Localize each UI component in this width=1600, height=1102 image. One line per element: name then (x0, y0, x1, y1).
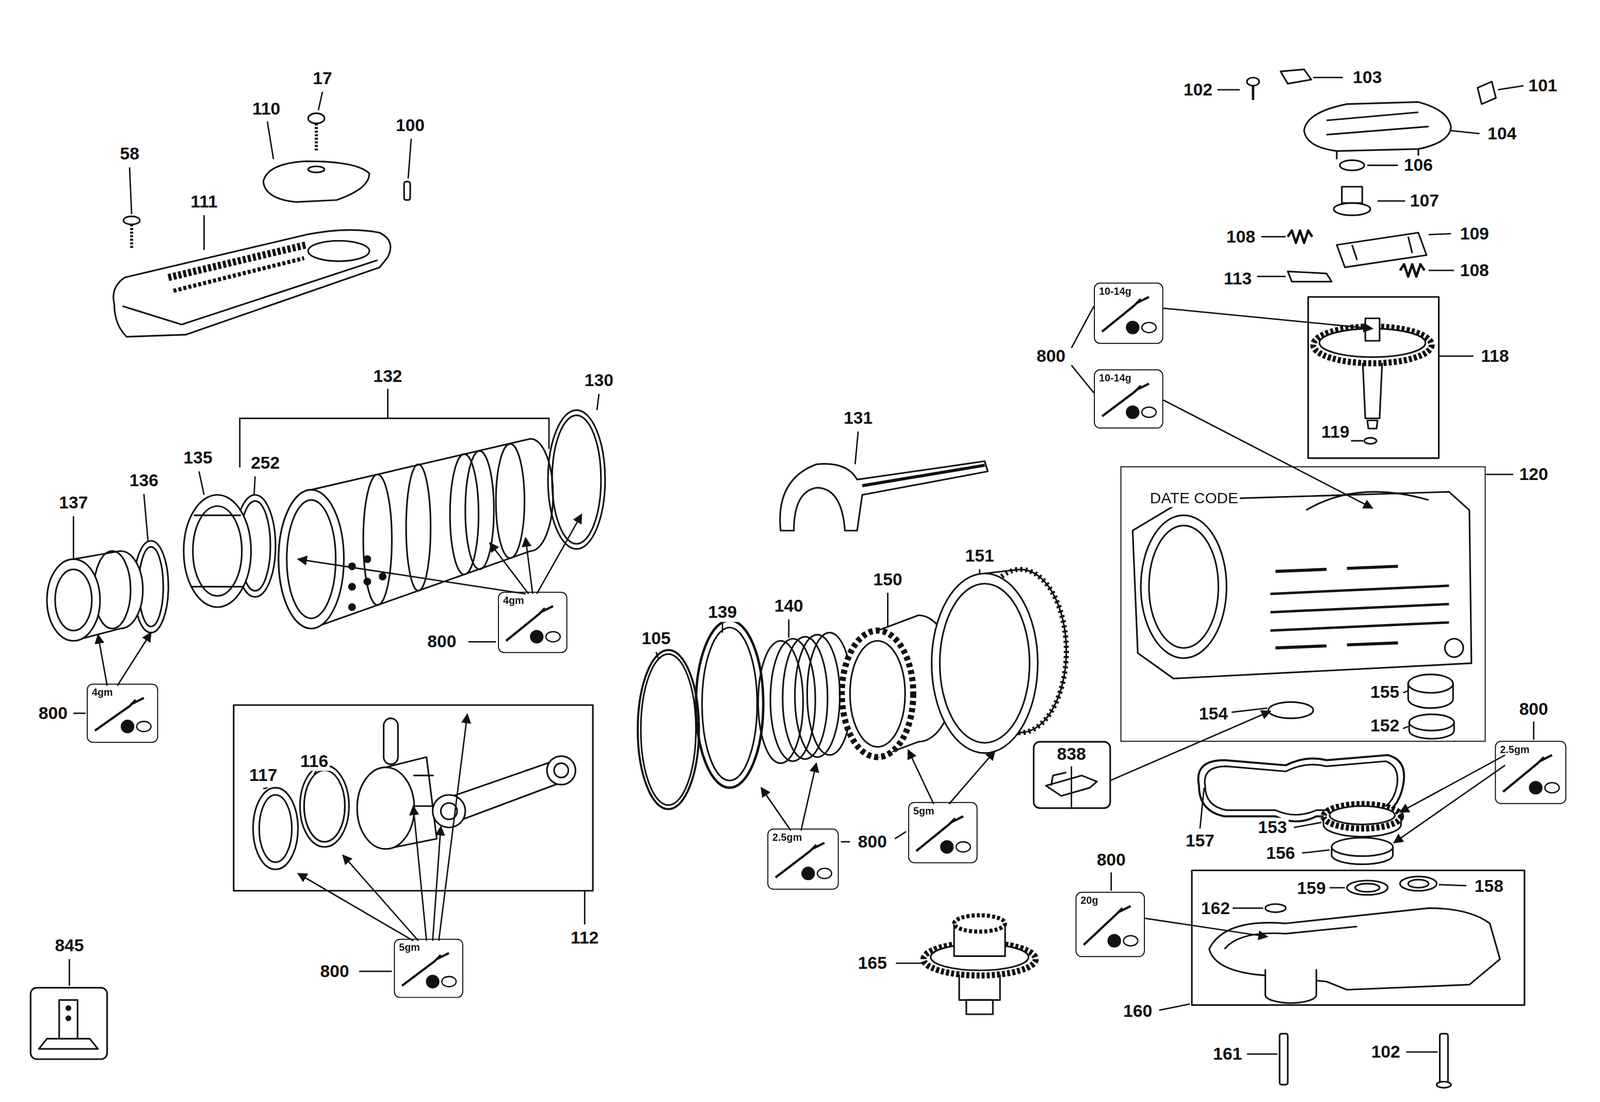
callout-number: 58 (117, 144, 141, 165)
callout-number: 118 (1478, 346, 1511, 366)
grease-amount: 10-14g (1099, 372, 1132, 384)
callout-number: 105 (639, 628, 673, 649)
callout-number: 113 (1221, 268, 1254, 289)
grease-amount: 5gm (398, 941, 420, 953)
grease-badge: 20g (1075, 891, 1145, 958)
callout-number: 150 (871, 569, 905, 590)
grease-badge: 10-14g (1093, 369, 1163, 429)
callout-number: 120 (1516, 464, 1550, 484)
callout-number: 845 (52, 935, 86, 956)
callout-number: 111 (188, 192, 220, 213)
callout-number: 136 (127, 470, 161, 491)
grease-amount: 4gm (503, 594, 525, 607)
callout-number: 104 (1485, 123, 1519, 144)
callout-number: 252 (248, 453, 282, 474)
callout-number: 158 (1472, 877, 1506, 897)
grease-gun-icon (1102, 383, 1157, 418)
callout-number: 135 (181, 448, 215, 468)
callout-number: 155 (1368, 683, 1402, 703)
grease-badge: 10-14g (1093, 282, 1163, 345)
callout-number: 154 (1197, 704, 1231, 724)
callout-number: 137 (56, 493, 90, 513)
part-group-box: 159 158 162 (1191, 869, 1525, 1005)
grease-badge: 4gm (497, 591, 568, 654)
callout-number: 139 (705, 602, 739, 622)
grease-amount: 5gm (913, 804, 935, 817)
grease-gun-icon (506, 605, 561, 643)
callout-number: 107 (1408, 191, 1442, 212)
callout-number: 103 (1350, 67, 1384, 88)
callout-number: 106 (1401, 155, 1435, 175)
grease-amount: 20g (1080, 894, 1098, 907)
callout-number: 153 (1255, 817, 1289, 837)
grease-gun-icon (916, 815, 971, 853)
grease-badge: 5gm (908, 801, 978, 864)
callout-number: 161 (1210, 1043, 1244, 1064)
callout-number: 102 (1181, 79, 1215, 100)
grease-badge: 4gm (86, 683, 158, 743)
grease-amount: 10-14g (1099, 285, 1132, 298)
callout-number: 156 (1264, 843, 1298, 863)
callout-number: 131 (841, 408, 875, 429)
callout-number: 159 (1295, 879, 1329, 899)
callout-number: 102 (1369, 1041, 1403, 1062)
callout-number: 162 (1199, 899, 1233, 919)
grease-gun-icon (401, 952, 457, 988)
callout-number: 800 (1094, 850, 1128, 870)
grease-arrows (98, 308, 1506, 941)
callout-number: 800 (318, 961, 352, 981)
callout-number: 800 (1516, 699, 1550, 719)
callout-number: 800 (1034, 346, 1068, 366)
callout-number: 130 (582, 370, 616, 391)
grease-amount: 2.5gm (1499, 743, 1530, 755)
callout-number: 800 (425, 632, 459, 652)
callout-number: 100 (393, 115, 427, 136)
grease-icons (94, 296, 1560, 988)
leader-lines (69, 77, 1534, 1054)
callout-number: 800 (36, 703, 70, 723)
grease-amount: 2.5gm (772, 831, 802, 843)
callout-number: 132 (371, 366, 405, 387)
callout-number: 119 (1319, 423, 1352, 443)
callout-number: 838 (1055, 744, 1089, 764)
callout-number: 140 (772, 595, 806, 616)
date-code-text: DATE CODE (1148, 489, 1241, 507)
callout-number: 116 (298, 751, 331, 771)
grease-gun-icon (1102, 296, 1157, 334)
parts (30, 69, 1525, 1088)
callout-number: 108 (1458, 260, 1492, 281)
callout-number: 117 (247, 765, 280, 786)
callout-number: 160 (1121, 1000, 1155, 1021)
grease-gun-icon (775, 842, 832, 880)
grease-gun-icon (1083, 905, 1138, 947)
callout-number: 157 (1183, 830, 1217, 851)
part-group-box: DATE CODE 154 155 152 (1120, 465, 1486, 742)
callout-number: 109 (1458, 223, 1492, 244)
grease-gun-icon (1502, 754, 1560, 794)
grease-badge: 5gm (393, 938, 463, 998)
grease-badge: 2.5gm (1494, 740, 1566, 804)
grease-badge: 2.5gm (767, 828, 839, 890)
callout-number: 152 (1368, 717, 1402, 737)
part-group-box: 119 (1307, 296, 1439, 458)
callout-number: 108 (1224, 227, 1258, 247)
grease-amount: 4gm (91, 686, 113, 698)
callout-number: 165 (855, 952, 890, 973)
callout-number: 110 (250, 99, 283, 120)
callout-number: 151 (963, 546, 997, 567)
callout-number: 800 (855, 831, 890, 852)
callout-number: 17 (310, 68, 334, 89)
callout-number: 101 (1526, 75, 1560, 96)
callout-number: 112 (568, 927, 601, 948)
grease-gun-icon (94, 697, 152, 733)
